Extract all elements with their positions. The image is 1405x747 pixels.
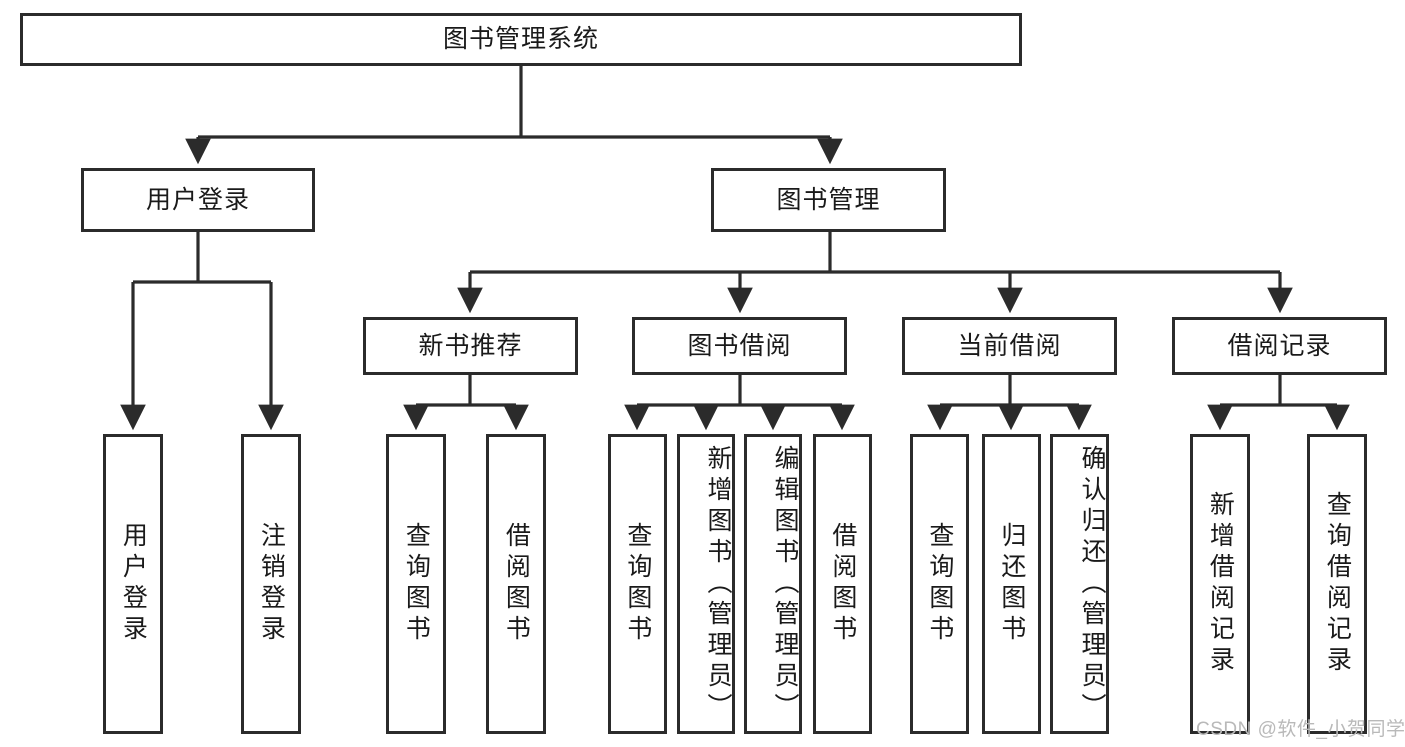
node-borrow-record-label: 借阅记录 bbox=[1227, 331, 1332, 360]
node-leaf-add-book-label: 新增图书（管理员） bbox=[704, 444, 732, 724]
node-leaf-borrow-book-1[interactable]: 借阅图书 bbox=[486, 434, 546, 734]
node-leaf-user-login-label: 用户登录 bbox=[119, 522, 148, 646]
node-leaf-logout[interactable]: 注销登录 bbox=[241, 434, 301, 734]
node-borrow-record[interactable]: 借阅记录 bbox=[1172, 317, 1387, 375]
node-leaf-query-book-1-label: 查询图书 bbox=[402, 522, 431, 646]
node-leaf-return-book-label: 归还图书 bbox=[997, 522, 1026, 646]
node-leaf-confirm-return-label: 确认归还（管理员） bbox=[1078, 444, 1106, 724]
node-user-login[interactable]: 用户登录 bbox=[81, 168, 315, 232]
node-leaf-borrow-book-2[interactable]: 借阅图书 bbox=[813, 434, 872, 734]
node-leaf-edit-book-label: 编辑图书（管理员） bbox=[771, 444, 799, 724]
node-leaf-borrow-book-2-label: 借阅图书 bbox=[828, 522, 857, 646]
node-book-manage[interactable]: 图书管理 bbox=[711, 168, 946, 232]
node-book-borrow-label: 图书借阅 bbox=[687, 331, 792, 360]
node-leaf-add-record[interactable]: 新增借阅记录 bbox=[1190, 434, 1250, 734]
node-leaf-borrow-book-1-label: 借阅图书 bbox=[502, 522, 531, 646]
node-leaf-return-book[interactable]: 归还图书 bbox=[982, 434, 1041, 734]
node-current-borrow[interactable]: 当前借阅 bbox=[902, 317, 1117, 375]
node-new-book-rec[interactable]: 新书推荐 bbox=[363, 317, 578, 375]
node-leaf-query-record[interactable]: 查询借阅记录 bbox=[1307, 434, 1367, 734]
node-root[interactable]: 图书管理系统 bbox=[20, 13, 1022, 66]
node-book-borrow[interactable]: 图书借阅 bbox=[632, 317, 847, 375]
node-current-borrow-label: 当前借阅 bbox=[957, 331, 1062, 360]
node-leaf-query-book-2-label: 查询图书 bbox=[623, 522, 652, 646]
node-leaf-add-record-label: 新增借阅记录 bbox=[1206, 491, 1235, 677]
node-leaf-logout-label: 注销登录 bbox=[257, 522, 286, 646]
node-root-label: 图书管理系统 bbox=[442, 25, 599, 54]
node-leaf-user-login[interactable]: 用户登录 bbox=[103, 434, 163, 734]
node-leaf-query-book-3[interactable]: 查询图书 bbox=[910, 434, 969, 734]
csdn-watermark: CSDN @软件_小贺同学 bbox=[1196, 719, 1405, 740]
node-leaf-query-book-3-label: 查询图书 bbox=[925, 522, 954, 646]
node-leaf-query-record-label: 查询借阅记录 bbox=[1323, 491, 1352, 677]
node-book-manage-label: 图书管理 bbox=[776, 185, 881, 214]
node-leaf-query-book-1[interactable]: 查询图书 bbox=[386, 434, 446, 734]
node-user-login-label: 用户登录 bbox=[145, 185, 250, 214]
node-leaf-query-book-2[interactable]: 查询图书 bbox=[608, 434, 667, 734]
node-leaf-edit-book[interactable]: 编辑图书（管理员） bbox=[744, 434, 802, 734]
node-leaf-confirm-return[interactable]: 确认归还（管理员） bbox=[1050, 434, 1109, 734]
node-new-book-rec-label: 新书推荐 bbox=[418, 331, 523, 360]
node-leaf-add-book[interactable]: 新增图书（管理员） bbox=[677, 434, 735, 734]
